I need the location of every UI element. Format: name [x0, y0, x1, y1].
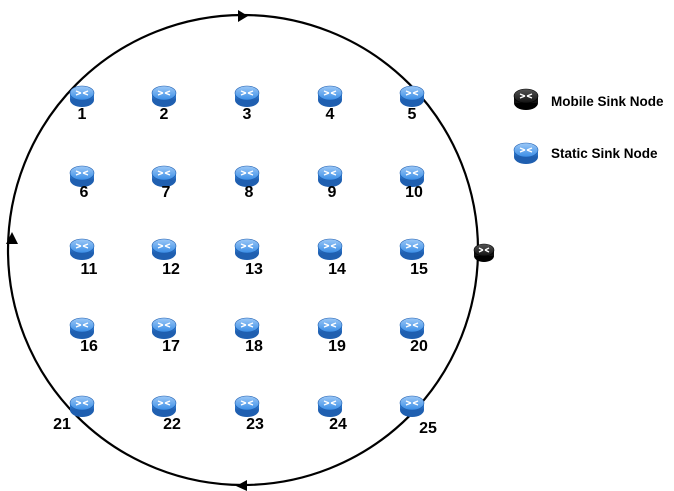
static-sink-node [151, 395, 177, 417]
static-sink-node [399, 238, 425, 260]
static-sink-node [234, 395, 260, 417]
node-label: 17 [162, 338, 180, 355]
router-icon [157, 322, 171, 328]
router-icon [240, 243, 254, 249]
legend-static-icon [513, 142, 539, 164]
static-sink-node [69, 165, 95, 187]
router-icon [75, 170, 89, 176]
router-icon [405, 90, 419, 96]
router-icon [405, 243, 419, 249]
node-label: 23 [246, 416, 264, 433]
node-label: 7 [162, 184, 171, 201]
static-sink-node [317, 85, 343, 107]
node-label: 3 [243, 106, 252, 123]
static-sink-node [317, 395, 343, 417]
static-sink-node [399, 395, 425, 417]
direction-arrow-icon [238, 10, 248, 22]
node-label: 14 [328, 261, 346, 278]
router-icon [323, 243, 337, 249]
static-sink-node [151, 238, 177, 260]
node-label: 24 [329, 416, 347, 433]
static-sink-node [399, 165, 425, 187]
static-sink-node [317, 165, 343, 187]
node-label: 15 [410, 261, 428, 278]
direction-arrow-icon [236, 480, 247, 491]
legend-mobile-label: Mobile Sink Node [551, 94, 664, 109]
static-sink-node [234, 238, 260, 260]
router-icon [323, 170, 337, 176]
node-label: 16 [80, 338, 98, 355]
node-label: 20 [410, 338, 428, 355]
router-icon [240, 322, 254, 328]
node-label: 21 [53, 416, 71, 433]
router-icon [323, 90, 337, 96]
node-label: 6 [80, 184, 89, 201]
router-icon [240, 170, 254, 176]
static-sink-node [151, 317, 177, 339]
router-icon [157, 243, 171, 249]
router-icon [157, 400, 171, 406]
router-icon [405, 400, 419, 406]
node-label: 25 [419, 420, 437, 437]
node-label: 10 [405, 184, 423, 201]
static-sink-node [151, 85, 177, 107]
static-sink-node [317, 238, 343, 260]
static-sink-node [234, 85, 260, 107]
router-icon [157, 170, 171, 176]
router-icon [405, 170, 419, 176]
router-icon [75, 243, 89, 249]
static-sink-node [399, 85, 425, 107]
node-label: 2 [160, 106, 169, 123]
node-label: 4 [326, 106, 335, 123]
static-sink-node [234, 317, 260, 339]
node-label: 1 [78, 106, 87, 123]
static-sink-node [69, 317, 95, 339]
node-label: 18 [245, 338, 263, 355]
static-sink-node [317, 317, 343, 339]
node-label: 22 [163, 416, 181, 433]
router-icon [240, 90, 254, 96]
legend-static-label: Static Sink Node [551, 146, 658, 161]
static-sink-node [151, 165, 177, 187]
router-icon [75, 400, 89, 406]
node-label: 11 [81, 261, 98, 278]
router-icon [405, 322, 419, 328]
router-icon [323, 400, 337, 406]
static-sink-node [399, 317, 425, 339]
node-label: 9 [328, 184, 337, 201]
static-sink-node [69, 395, 95, 417]
static-sink-node [234, 165, 260, 187]
router-icon [240, 400, 254, 406]
node-label: 19 [328, 338, 346, 355]
router-icon [478, 247, 490, 253]
router-icon [75, 322, 89, 328]
node-label: 13 [245, 261, 263, 278]
mobile-sink-node [473, 243, 495, 262]
router-icon [323, 322, 337, 328]
node-label: 5 [408, 106, 417, 123]
legend: Mobile Sink Node Static Sink Node [513, 88, 664, 164]
static-sink-node [69, 85, 95, 107]
legend-mobile-icon [513, 88, 539, 110]
router-icon [75, 90, 89, 96]
node-label: 12 [162, 261, 180, 278]
static-sink-node [69, 238, 95, 260]
router-icon [157, 90, 171, 96]
node-label: 8 [245, 184, 254, 201]
direction-arrow-icon [6, 232, 18, 244]
